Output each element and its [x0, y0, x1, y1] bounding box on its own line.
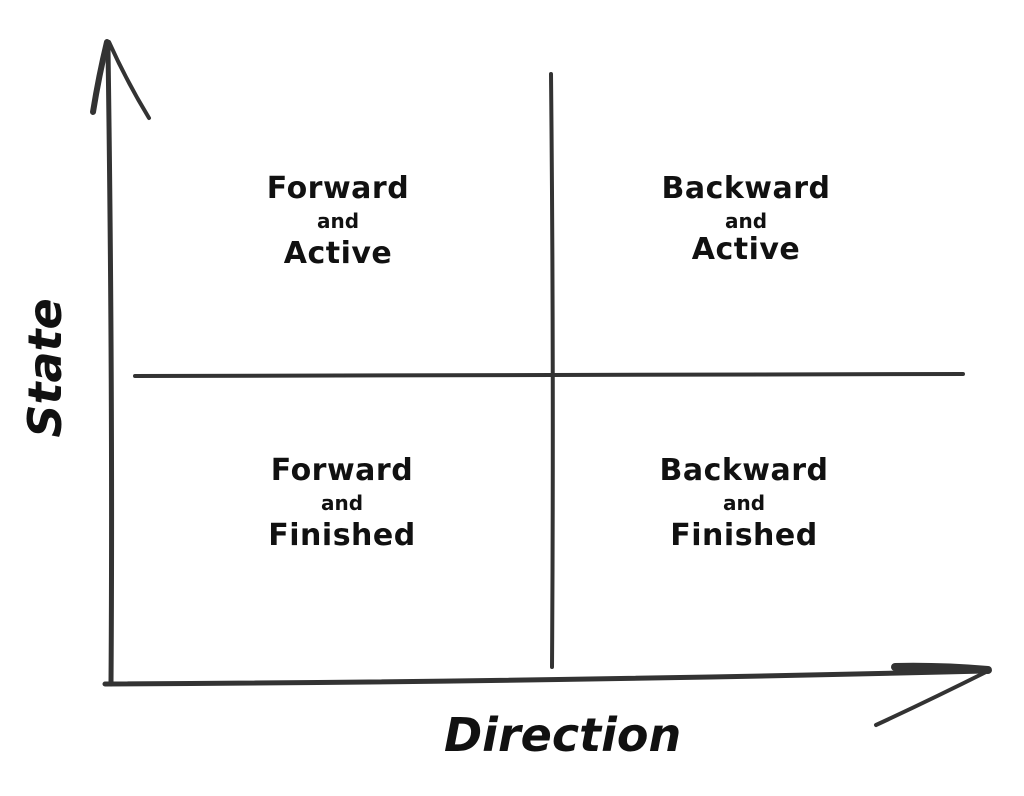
- quadrant-bottom-left: Forward and Finished: [268, 456, 415, 551]
- quadrant-bottom-left-line1: Forward: [270, 453, 414, 488]
- x-axis-title: Direction: [444, 708, 682, 762]
- quadrant-top-right-line1: Backward: [661, 171, 831, 206]
- y-axis-arrow-right-barb: [107, 40, 151, 120]
- quadrant-bottom-right-line1: Backward: [659, 453, 829, 488]
- quadrant-top-left-line2: Active: [283, 236, 393, 271]
- quadrant-bottom-right: Backward and Finished: [659, 456, 828, 551]
- quadrant-top-left: Forward and Active: [267, 174, 409, 269]
- y-axis-title: State: [18, 298, 72, 438]
- quadrant-bottom-right-connector: and: [722, 491, 766, 515]
- horizontal-divider: [133, 372, 965, 378]
- quadrant-bottom-left-line2: Finished: [268, 518, 416, 553]
- y-axis-arrow-left-barb: [90, 39, 110, 115]
- quadrant-bottom-left-connector: and: [320, 491, 364, 515]
- quadrant-bottom-right-line2: Finished: [670, 518, 818, 553]
- x-axis-arrow-upper-barb: [891, 662, 992, 674]
- quadrant-top-left-connector: and: [316, 209, 360, 233]
- quadrant-top-right-connector: and: [724, 209, 768, 233]
- quadrant-top-right: Backward and Active: [661, 174, 830, 265]
- vertical-divider: [549, 72, 555, 669]
- quadrant-top-right-line2: Active: [691, 232, 801, 267]
- quadrant-top-left-line1: Forward: [266, 171, 410, 206]
- x-axis-arrow-lower-barb: [874, 669, 990, 727]
- y-axis-line: [105, 45, 115, 687]
- x-axis-line: [102, 668, 988, 687]
